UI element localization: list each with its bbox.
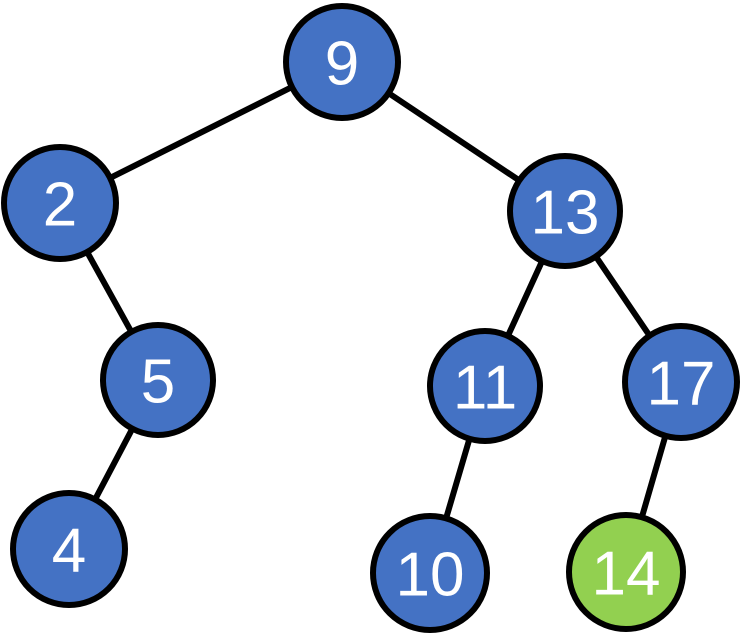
node-value-label-13: 13 xyxy=(531,178,600,247)
node-value-label-4: 4 xyxy=(52,516,86,585)
tree-node-17: 17 xyxy=(622,323,740,441)
tree-nodes-layer: 9 2 13 5 11 17 4 10 14 xyxy=(1,3,740,633)
node-circle-13 xyxy=(507,153,623,269)
tree-edges-layer xyxy=(57,59,684,576)
node-value-label-5: 5 xyxy=(141,347,175,416)
node-value-label-11: 11 xyxy=(453,353,517,422)
node-value-label-2: 2 xyxy=(43,170,77,239)
node-value-label-9: 9 xyxy=(325,29,359,98)
tree-node-10: 10 xyxy=(370,513,490,633)
tree-node-11: 11 xyxy=(427,328,543,444)
node-circle-17 xyxy=(622,323,740,441)
node-value-label-17: 17 xyxy=(647,349,716,418)
tree-node-14: 14 xyxy=(566,512,686,632)
node-circle-9 xyxy=(283,3,401,121)
highlighted-node-circle-14 xyxy=(566,512,686,632)
node-circle-2 xyxy=(1,144,119,262)
tree-node-4: 4 xyxy=(10,490,128,608)
node-circle-5 xyxy=(100,322,216,438)
node-circle-10 xyxy=(370,513,490,633)
node-value-label-10: 10 xyxy=(396,540,465,609)
tree-node-13: 13 xyxy=(507,153,623,269)
tree-node-9: 9 xyxy=(283,3,401,121)
node-value-label-14: 14 xyxy=(592,539,661,608)
node-circle-11 xyxy=(427,328,543,444)
tree-node-5: 5 xyxy=(100,322,216,438)
node-circle-4 xyxy=(10,490,128,608)
tree-node-2: 2 xyxy=(1,144,119,262)
